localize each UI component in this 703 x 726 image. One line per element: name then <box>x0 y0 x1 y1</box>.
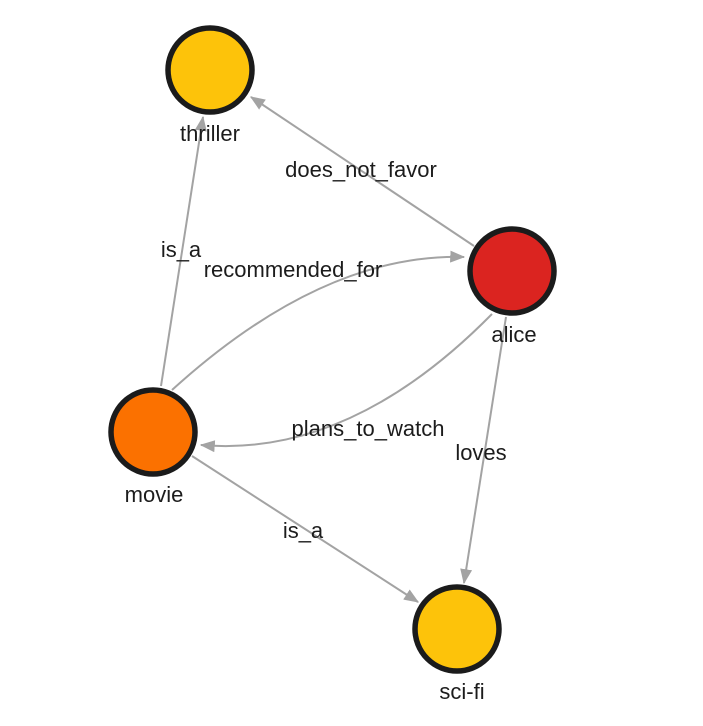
edge-label-is-a-bottom: is_a <box>283 518 324 543</box>
edge-label-does-not-favor: does_not_favor <box>285 157 437 182</box>
edge-layer <box>160 96 507 603</box>
node-alice[interactable] <box>467 226 557 316</box>
node-label-layer: thriller alice movie sci-fi <box>125 121 537 704</box>
node-thriller[interactable] <box>165 25 255 115</box>
edge-movie-is-a-sci-fi <box>191 455 420 603</box>
node-movie[interactable] <box>108 387 198 477</box>
node-label-thriller: thriller <box>180 121 240 146</box>
edge-label-recommended-for: recommended_for <box>204 257 383 282</box>
edge-alice-plans-to-watch-movie <box>199 313 493 453</box>
node-label-movie: movie <box>125 482 184 507</box>
edge-movie-is-a-thriller <box>160 115 207 387</box>
edge-movie-recommended-for-alice <box>171 250 466 391</box>
node-sci-fi[interactable] <box>412 584 502 674</box>
edge-label-layer: does_not_favor is_a recommended_for plan… <box>161 157 507 543</box>
node-layer <box>108 25 557 674</box>
node-label-alice: alice <box>491 322 536 347</box>
edge-alice-loves-sci-fi <box>460 316 507 585</box>
node-label-sci-fi: sci-fi <box>439 679 484 704</box>
edge-label-is-a-top: is_a <box>161 237 202 262</box>
edge-label-plans-to-watch: plans_to_watch <box>292 416 445 441</box>
edge-alice-does-not-favor-thriller <box>250 96 475 247</box>
edge-label-loves: loves <box>455 440 506 465</box>
